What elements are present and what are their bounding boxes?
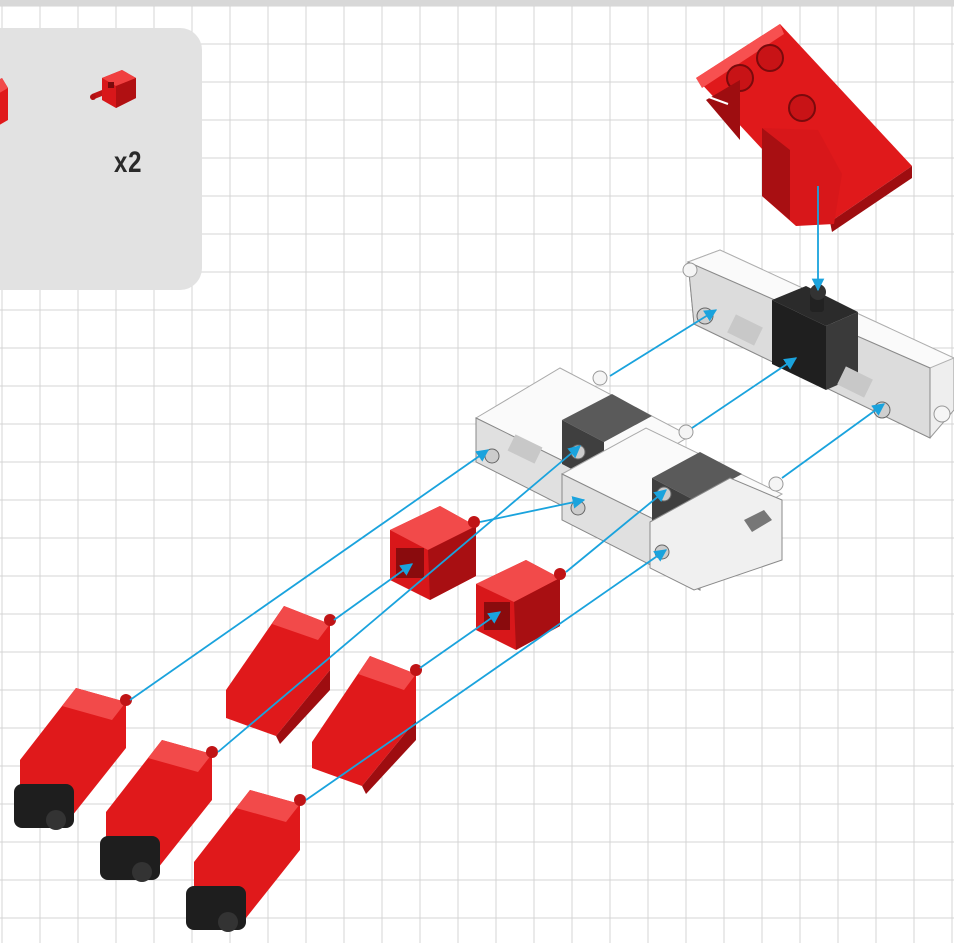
parts-list-panel: 5 x2 3 (0, 28, 202, 290)
arrow (781, 403, 886, 479)
arrow (217, 445, 581, 753)
red-wheel-holder (100, 740, 218, 882)
red-angled-brick (696, 24, 912, 232)
quantity-label: x2 (114, 146, 143, 179)
red-wheel-holder (186, 790, 306, 932)
red-wheel-holder (14, 688, 132, 830)
red-block-icon (0, 78, 8, 125)
arrow (305, 549, 668, 801)
arrow (419, 611, 502, 669)
top-border (0, 0, 954, 6)
red-connector-icon (90, 70, 136, 108)
arrow (565, 489, 667, 573)
arrow (691, 357, 798, 429)
red-angled-block (226, 606, 336, 744)
red-connector-upper (390, 506, 480, 600)
red-angled-block (312, 656, 422, 794)
arrow (333, 563, 414, 621)
arrow (609, 309, 718, 377)
arrow (479, 496, 586, 523)
red-connector-lower (476, 560, 566, 650)
white-beam-right (682, 249, 954, 439)
arrow (129, 449, 490, 701)
assembly-arrows (129, 186, 886, 801)
